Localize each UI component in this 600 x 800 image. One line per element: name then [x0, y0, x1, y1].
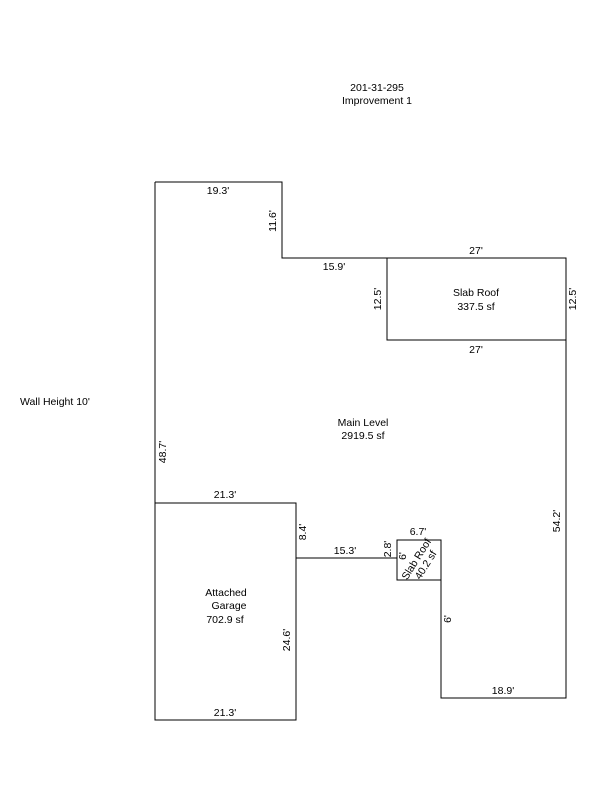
dim-slab-bottom: 27': [469, 344, 483, 356]
dim-garage-bottom: 21.3': [214, 707, 236, 719]
garage-name-line1: Attached: [205, 587, 247, 599]
dim-small-top: 6.7': [410, 526, 427, 538]
dim-slab-left: 12.5': [372, 288, 384, 310]
dim-top-left: 19.3': [207, 185, 229, 197]
dim-left-notch: 11.6': [267, 210, 279, 232]
dim-left-side: 48.7': [157, 441, 169, 463]
dim-slab-right: 12.5': [567, 288, 579, 310]
dim-small-left-outer: 2.8': [382, 541, 394, 558]
dim-notch-bottom: 15.9': [323, 261, 345, 273]
main-level-name: Main Level: [338, 417, 389, 429]
slab-roof-upper-area: 337.5 sf: [457, 301, 494, 313]
slab-roof-upper-rect: [386, 257, 567, 341]
slab-roof-upper-name: Slab Roof: [453, 287, 499, 299]
dim-small-left-inner: 6': [397, 552, 409, 560]
dim-garage-right: 24.6': [281, 629, 293, 651]
main-level-area: 2919.5 sf: [341, 430, 384, 442]
dim-garage-connector: 15.3': [334, 545, 356, 557]
garage-name-line2: Garage: [211, 600, 246, 612]
improvement-label: Improvement 1: [342, 95, 412, 107]
slab-roof-small-rect: [396, 539, 442, 581]
wall-height-label: Wall Height 10': [20, 396, 90, 408]
dim-garage-upper-right: 8.4': [297, 524, 309, 541]
garage-area: 702.9 sf: [206, 614, 243, 626]
dim-slab-top: 27': [469, 245, 483, 257]
garage-rect: [154, 502, 297, 721]
dim-bottom-right: 18.9': [492, 685, 514, 697]
parcel-id: 201-31-295: [350, 82, 404, 94]
dim-garage-top: 21.3': [214, 489, 236, 501]
dim-small-below: 6': [442, 615, 454, 623]
dim-right-side: 54.2': [551, 510, 563, 532]
